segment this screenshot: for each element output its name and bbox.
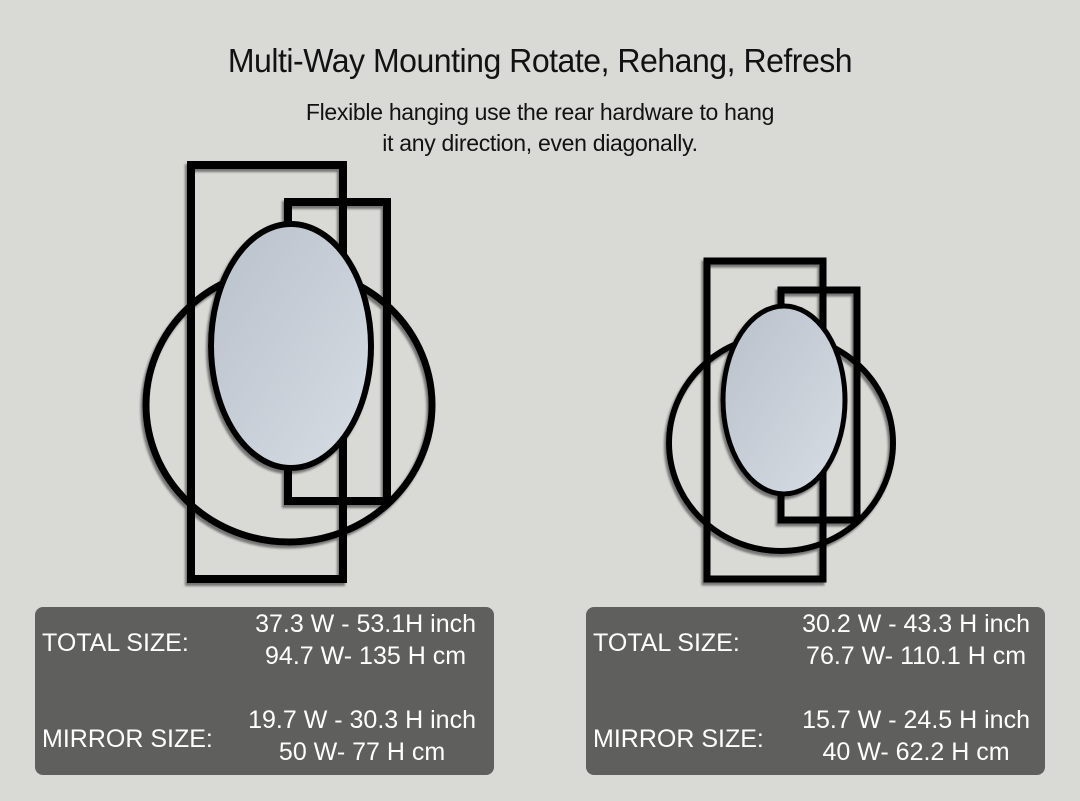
large-mirror-illustration xyxy=(142,161,436,583)
subtitle-line-1: Flexible hanging use the rear hardware t… xyxy=(305,99,775,125)
total-size-label: TOTAL SIZE: xyxy=(593,629,740,657)
mirror-size-values: 19.7 W - 30.3 H inch 50 W- 77 H cm xyxy=(248,704,476,768)
mirror-size-cm: 50 W- 77 H cm xyxy=(278,738,446,766)
total-size-inch: 30.2 W - 43.3 H inch xyxy=(802,610,1030,638)
total-size-label: TOTAL SIZE: xyxy=(42,629,189,657)
subtitle: Flexible hanging use the rear hardware t… xyxy=(0,97,1080,159)
mirror-size-label: MIRROR SIZE: xyxy=(42,725,213,753)
total-size-cm: 94.7 W- 135 H cm xyxy=(265,642,467,670)
total-size-inch: 37.3 W - 53.1H inch xyxy=(255,610,476,638)
mirror-size-label: MIRROR SIZE: xyxy=(593,725,764,753)
large-mirror-glass xyxy=(208,221,374,471)
large-size-panel: TOTAL SIZE: 37.3 W - 53.1H inch 94.7 W- … xyxy=(35,607,494,775)
mirror-size-inch: 15.7 W - 24.5 H inch xyxy=(802,706,1030,734)
small-mirror-glass xyxy=(720,303,848,497)
subtitle-line-2: it any direction, even diagonally. xyxy=(382,130,698,156)
mirror-size-inch: 19.7 W - 30.3 H inch xyxy=(248,706,476,734)
total-size-values: 30.2 W - 43.3 H inch 76.7 W- 110.1 H cm xyxy=(802,608,1030,672)
total-size-cm: 76.7 W- 110.1 H cm xyxy=(806,642,1027,670)
mirror-size-values: 15.7 W - 24.5 H inch 40 W- 62.2 H cm xyxy=(802,704,1030,768)
small-size-panel: TOTAL SIZE: 30.2 W - 43.3 H inch 76.7 W-… xyxy=(586,607,1045,775)
total-size-values: 37.3 W - 53.1H inch 94.7 W- 135 H cm xyxy=(255,608,476,672)
page-title: Multi-Way Mounting Rotate, Rehang, Refre… xyxy=(227,42,853,79)
small-mirror-illustration xyxy=(666,257,896,583)
mirror-size-cm: 40 W- 62.2 H cm xyxy=(822,738,1010,766)
